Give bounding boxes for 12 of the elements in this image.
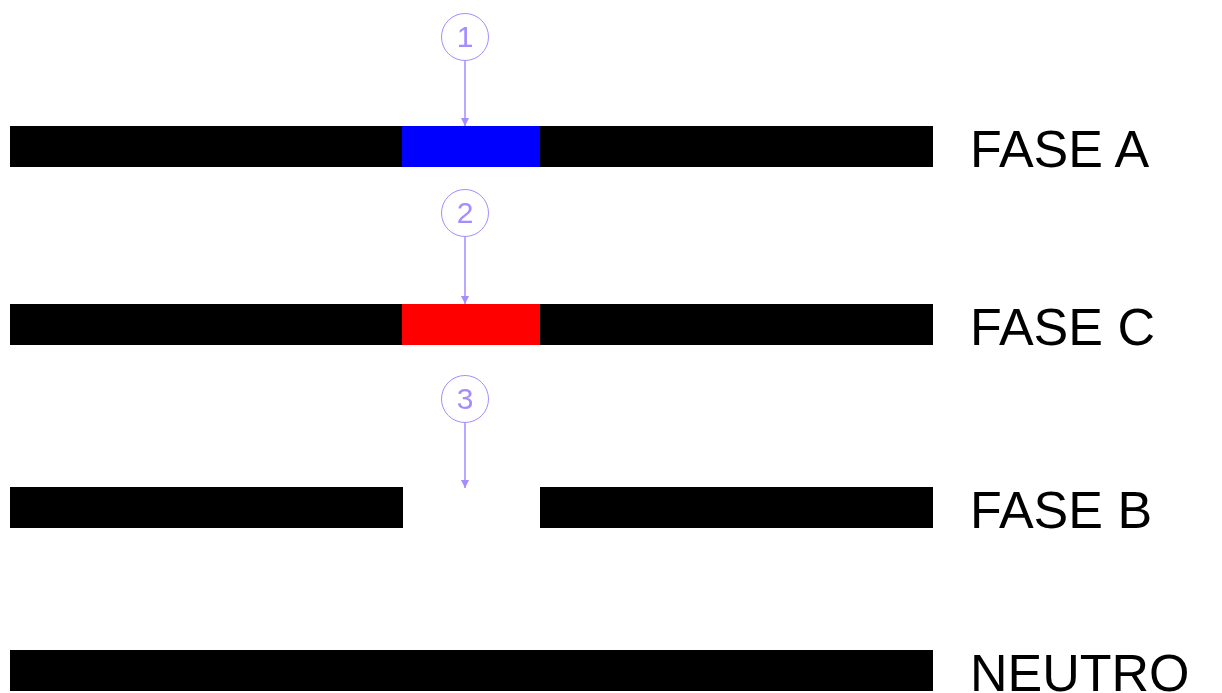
- leader-arrow: [461, 60, 469, 127]
- leader-arrow: [461, 422, 469, 489]
- leader-arrow: [461, 236, 469, 305]
- phase-label: FASE A: [970, 123, 1150, 175]
- phase-segment: [402, 304, 540, 345]
- callout-number: 1: [441, 13, 489, 61]
- phase-label: NEUTRO: [970, 647, 1190, 693]
- phase-label: FASE C: [970, 301, 1155, 353]
- callout-number: 3: [441, 375, 489, 423]
- phase-segment: [402, 126, 540, 167]
- callout-number: 2: [441, 189, 489, 237]
- phase-label: FASE B: [970, 484, 1153, 536]
